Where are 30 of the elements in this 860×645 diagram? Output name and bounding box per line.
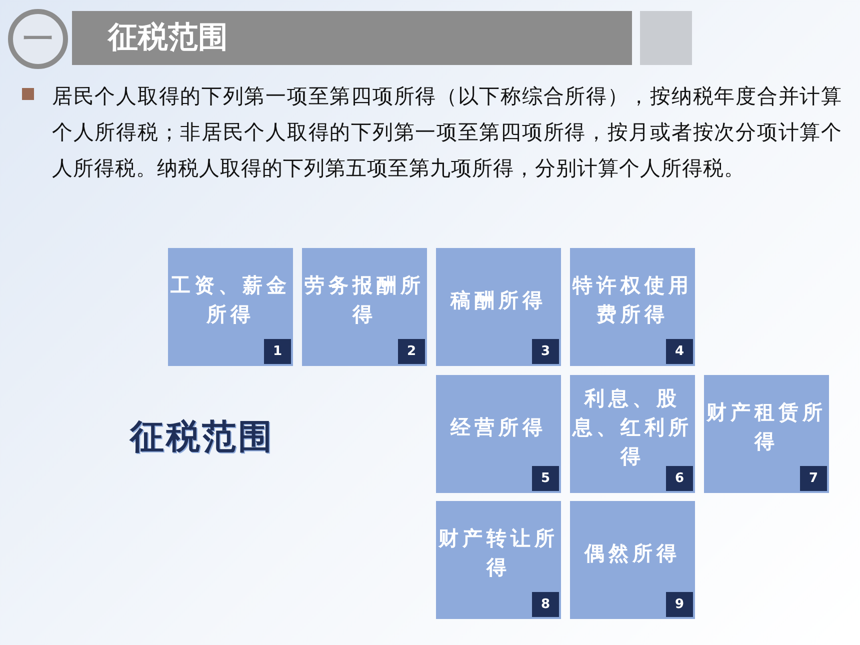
tile-label: 财产租赁所得 bbox=[706, 399, 828, 455]
tile-label: 偶然所得 bbox=[583, 540, 682, 566]
tile-label: 特许权使用费所得 bbox=[572, 272, 694, 328]
category-tile bbox=[570, 375, 695, 493]
number-badge: 2 bbox=[398, 339, 425, 364]
tile-label: 劳务报酬所得 bbox=[304, 272, 426, 328]
category-tile bbox=[570, 248, 695, 366]
tile-label: 工资、薪金所得 bbox=[170, 272, 292, 328]
number-badge: 9 bbox=[666, 592, 693, 617]
category-tile bbox=[168, 248, 293, 366]
tile-label: 稿酬所得 bbox=[449, 286, 548, 314]
slide-title: 征税范围 bbox=[108, 19, 228, 57]
category-tile bbox=[436, 248, 561, 366]
category-tile bbox=[704, 375, 829, 493]
category-tile bbox=[436, 501, 561, 619]
tile-label: 财产转让所得 bbox=[438, 525, 560, 581]
body-paragraph: 居民个人取得的下列第一项至第四项所得（以下称综合所得），按纳税年度合并计算个人所得税；非居民个人取得的下列第一项至第四项所得，按月或者按次分项计算个人所得税。纳税人取得的下列第五项至第九项所得，分别计算个人所得税。 bbox=[52, 83, 842, 182]
number-badge: 5 bbox=[532, 466, 559, 491]
decorative-heading: 征税范围 bbox=[130, 416, 274, 459]
number-badge: 1 bbox=[264, 339, 291, 364]
number-badge: 8 bbox=[532, 592, 559, 617]
number-badge: 4 bbox=[666, 339, 693, 364]
section-number-circle: 一 bbox=[8, 9, 68, 69]
tile-label: 经营所得 bbox=[449, 414, 548, 440]
category-tile bbox=[302, 248, 427, 366]
category-tile bbox=[570, 501, 695, 619]
number-badge: 6 bbox=[666, 466, 693, 491]
number-badge: 7 bbox=[800, 466, 827, 491]
category-tile bbox=[436, 375, 561, 493]
number-badge: 3 bbox=[532, 339, 559, 364]
